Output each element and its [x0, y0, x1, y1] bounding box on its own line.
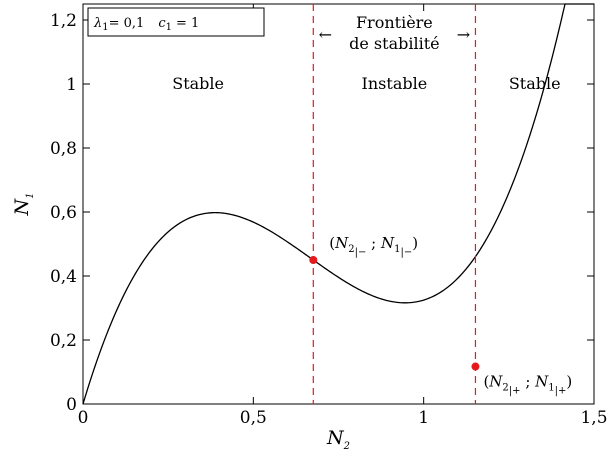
y-tick-label: 0,8: [50, 139, 77, 159]
parameters-box: [87, 7, 265, 37]
y-tick-label: 1,2: [50, 11, 77, 31]
y-tick-label: 1: [66, 75, 77, 95]
stability-boundary-label-line1: Frontière: [356, 13, 433, 32]
x-tick-label: 0: [78, 408, 89, 428]
stability-boundary-label-line2: de stabilité: [349, 34, 439, 53]
x-tick-label: 1,5: [580, 408, 607, 428]
region-label-instable: Instable: [362, 74, 428, 93]
arrow-left-icon: ←: [319, 25, 332, 44]
critical-point-plus: [471, 362, 480, 371]
x-tick-label: 0,5: [240, 408, 267, 428]
region-label-stable-right: Stable: [509, 74, 561, 93]
y-axis-ticks: 0 0,2 0,4 0,6 0,8 1 1,2: [50, 11, 594, 415]
y-tick-label: 0,2: [50, 331, 77, 351]
y-tick-label: 0,4: [50, 267, 77, 287]
y-tick-label: 0: [66, 395, 77, 415]
plot-area-frame: [82, 3, 595, 405]
region-label-stable-left: Stable: [172, 74, 224, 93]
y-tick-label: 0,6: [50, 203, 77, 223]
series-line-N1-vs-N2: [82, 3, 594, 405]
x-axis-label: N2: [326, 427, 350, 452]
y-axis-label: N1: [11, 193, 36, 217]
critical-point-plus-label: (N2|+ ; N1|+): [483, 373, 572, 397]
x-tick-label: 1: [418, 408, 429, 428]
critical-point-minus-label: (N2|− ; N1|−): [329, 234, 418, 258]
x-axis-ticks: 0 0,5 1 1,5: [78, 4, 608, 428]
critical-point-minus: [309, 256, 318, 264]
arrow-right-icon: →: [457, 25, 470, 44]
